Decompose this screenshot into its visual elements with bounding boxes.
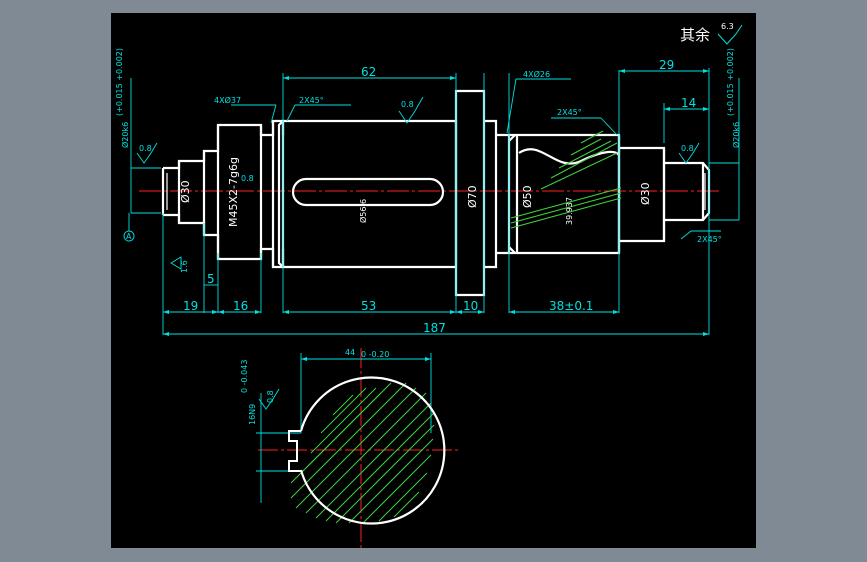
section-circle: [299, 376, 446, 525]
title-note-text: 其余: [680, 26, 710, 44]
dim-gear: 39.937: [565, 197, 574, 225]
cad-drawing-canvas[interactable]: 其余 6.3: [111, 13, 756, 548]
section-hatch: [290, 382, 435, 524]
datum-a-label: A: [126, 232, 132, 241]
roughness-left: 0.8: [139, 144, 152, 153]
roughness-symbol-icon: [717, 24, 743, 45]
dim-left-fit: Ø20k6: [120, 122, 130, 148]
dim-4x26: 4XØ26: [523, 69, 550, 79]
roughness-body: 0.8: [401, 100, 414, 109]
dimension-labels: 62 29 14 19 16 5 53 10 38±0.1 187 4XØ37 …: [115, 48, 741, 425]
dim-187: 187: [423, 321, 446, 335]
roughness-right: 0.8: [681, 144, 694, 153]
centerlines: [139, 190, 721, 548]
shaft-outline: [161, 89, 711, 297]
roughness-section: 0.8: [266, 390, 275, 403]
dim-section-tol: 0 -0.20: [361, 350, 389, 359]
dim-2x45-c: 2X45°: [697, 235, 722, 244]
dim-dia-30-left: Ø30: [179, 180, 192, 203]
dim-38: 38±0.1: [549, 299, 593, 313]
dim-section-width: 44: [345, 348, 355, 357]
general-roughness-note: 其余 6.3: [680, 22, 743, 45]
roughness-shoulder: 1.6: [180, 260, 189, 273]
dim-right-fit-tol: (+0.015 +0.002): [726, 48, 735, 116]
dim-2x45-a: 2X45°: [299, 96, 324, 105]
dim-53: 53: [361, 299, 376, 313]
dim-dia-30-right: Ø30: [639, 182, 652, 205]
dim-16: 16: [233, 299, 248, 313]
title-roughness-value: 6.3: [721, 22, 734, 31]
dim-left-fit-tol: (+0.015 +0.002): [115, 48, 124, 116]
dim-right-fit: Ø20k6: [731, 122, 741, 148]
dim-62: 62: [361, 65, 376, 79]
dim-10: 10: [463, 299, 478, 313]
gear-hatch: [510, 130, 622, 229]
dim-14: 14: [681, 96, 696, 110]
dim-dia-50: Ø50: [521, 185, 534, 208]
dimension-lines: [123, 68, 740, 503]
dimension-arrows: [163, 69, 709, 361]
keyway-notch: [288, 430, 301, 472]
dim-dia-70: Ø70: [466, 185, 479, 208]
dim-thread: M45X2-7g6g: [227, 157, 240, 227]
dim-2x45-b: 2X45°: [557, 108, 582, 117]
shaft-drawing: 其余 6.3: [115, 22, 743, 548]
dim-dia-56: Ø56.6: [358, 199, 368, 223]
dim-key-width: 16N9: [248, 404, 257, 425]
roughness-thread: 0.8: [241, 174, 254, 183]
dim-19: 19: [183, 299, 198, 313]
dim-key-tol: 0 -0.043: [240, 360, 249, 393]
dim-4x37: 4XØ37: [214, 95, 241, 105]
dim-5: 5: [207, 272, 215, 286]
dim-29: 29: [659, 58, 674, 72]
cross-section-view: [288, 376, 446, 525]
